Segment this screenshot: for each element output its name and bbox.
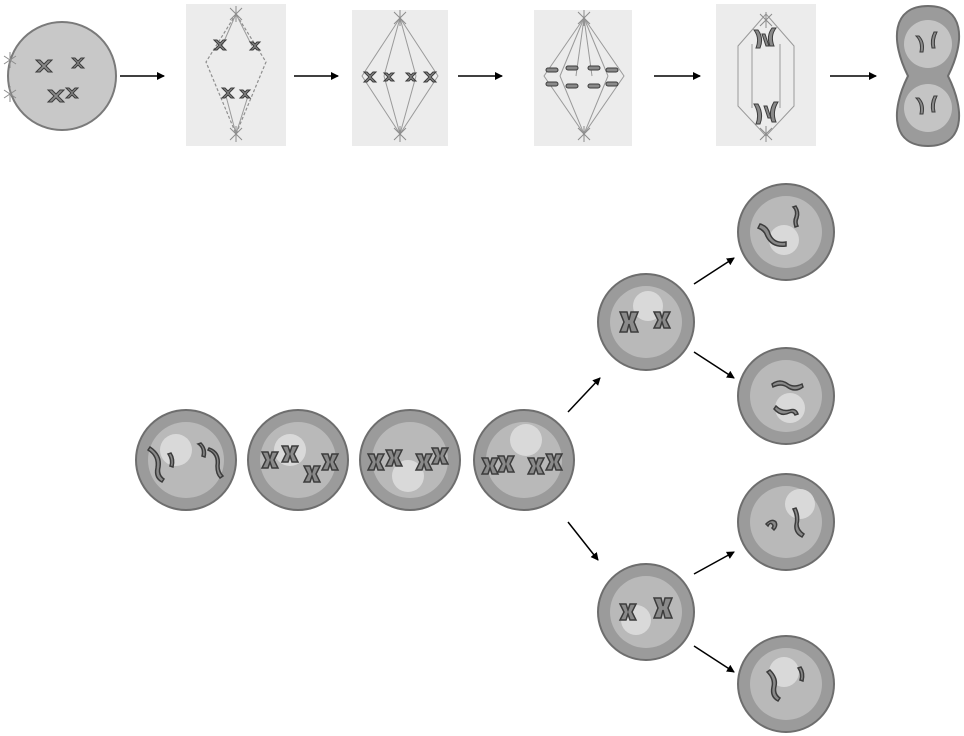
chromosomes (34, 57, 86, 103)
nucleus (904, 20, 952, 68)
aster-icon (393, 10, 407, 142)
meiosis-gamete-2 (737, 347, 835, 445)
chromosomes (212, 39, 262, 99)
nucleus (904, 84, 952, 132)
meiosis-gamete-3 (737, 473, 835, 571)
meiosis-secondary-cell-top (597, 273, 695, 371)
chromosomes (771, 380, 804, 416)
chromosomes (545, 65, 619, 89)
arrow-icon (693, 645, 735, 673)
arrow-icon (693, 551, 735, 575)
spindle-fibers (221, 13, 253, 135)
chromosomes (618, 311, 672, 333)
mitosis-stage-telophase (716, 4, 816, 146)
chromosomes (366, 447, 450, 471)
mitosis-stage-prometaphase (186, 4, 286, 146)
chromosomes (618, 597, 674, 621)
meiosis-tree (135, 183, 835, 733)
meiosis-cell-4 (473, 409, 575, 511)
mitosis-stage-metaphase (352, 10, 448, 146)
chromosomes (260, 445, 340, 483)
stage-background (186, 4, 286, 146)
aster-icon (577, 10, 591, 142)
meiosis-gamete-1 (737, 183, 835, 281)
meiosis-cell-2 (247, 409, 349, 511)
mitosis-stage-prophase (3, 21, 117, 131)
meiosis-gamete-4 (737, 635, 835, 733)
spindle-fibers (543, 17, 625, 135)
mitosis-stage-anaphase (534, 10, 632, 146)
stage-background (352, 10, 448, 146)
chromosomes (753, 27, 779, 125)
meiosis-cell-1 (135, 409, 237, 511)
chromosomes (480, 453, 564, 475)
chromosomes (765, 666, 805, 702)
arrow-icon (693, 351, 735, 379)
chromosomes (146, 442, 225, 483)
arrow-icon (567, 521, 599, 561)
aster-icon (229, 6, 243, 142)
chromosomes (764, 507, 806, 538)
cell-membrane (7, 21, 117, 131)
chromosomes (362, 71, 438, 83)
meiosis-secondary-cell-bottom (597, 563, 695, 661)
arrow-icon (693, 257, 735, 285)
mitosis-stage-cytokinesis (895, 4, 961, 148)
spindle-fibers (737, 13, 795, 137)
arrow-icon (567, 377, 601, 413)
spindle-fibers (361, 17, 439, 135)
meiosis-cell-3 (359, 409, 461, 511)
aster-icon (759, 12, 773, 142)
stage-background (534, 10, 632, 146)
mitosis-row (3, 4, 961, 148)
aster-icon (3, 52, 17, 102)
chromosomes (756, 205, 800, 248)
chromosomes (914, 31, 938, 115)
